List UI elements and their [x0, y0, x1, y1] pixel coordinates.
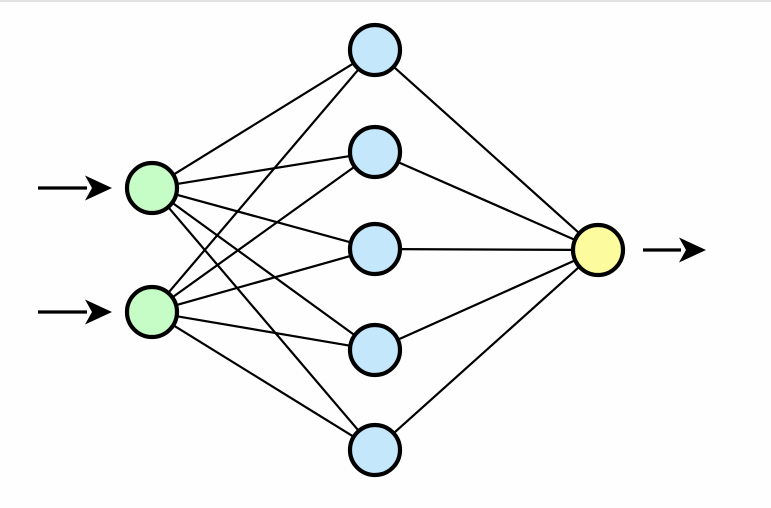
neuron-nodes — [124, 22, 626, 478]
neuron-node-hidden-1[interactable] — [347, 22, 403, 78]
neuron-node-hidden-2[interactable] — [347, 124, 403, 180]
input-arrow-top-head — [85, 175, 112, 201]
neuron-node-hidden-4[interactable] — [347, 322, 403, 378]
connection-edge — [171, 61, 356, 177]
canvas-top-border — [0, 0, 771, 2]
neuron-node-hidden-5[interactable] — [347, 422, 403, 478]
connection-edge — [170, 201, 357, 337]
neuron-node-output-1[interactable] — [570, 222, 626, 278]
connection-edge — [175, 154, 352, 186]
connection-edge — [170, 165, 357, 299]
connection-edge — [174, 193, 353, 244]
connection-edge — [398, 248, 575, 251]
output-arrow-head — [679, 237, 706, 263]
connection-edge — [396, 160, 577, 242]
neuron-node-hidden-3[interactable] — [347, 221, 403, 277]
io-arrows — [38, 175, 706, 325]
connection-edge — [392, 265, 581, 435]
connection-edge — [171, 323, 356, 439]
connection-edge — [166, 205, 361, 433]
connection-edge — [175, 314, 352, 348]
connection-edges — [166, 61, 581, 439]
connection-edge — [392, 65, 581, 235]
neuron-node-input-2[interactable] — [124, 284, 180, 340]
connection-edge — [174, 254, 353, 307]
connection-edge — [166, 67, 361, 295]
neuron-node-input-1[interactable] — [124, 160, 180, 216]
connection-edge — [396, 258, 577, 342]
input-arrow-bottom-head — [85, 299, 112, 325]
